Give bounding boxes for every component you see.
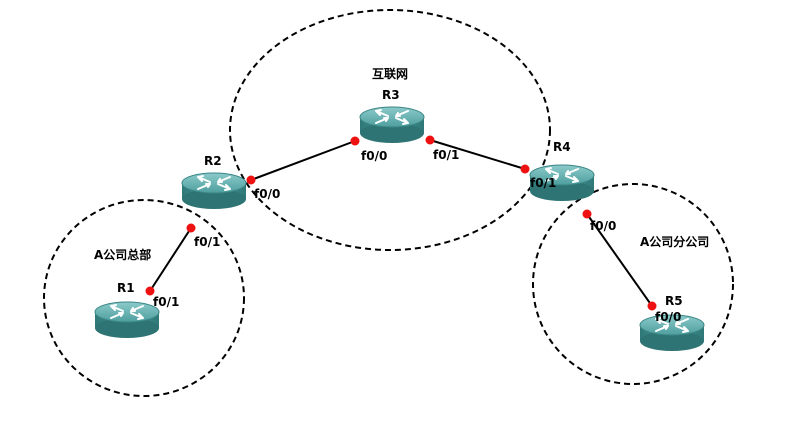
zone-label-branch: A公司分公司 <box>640 234 709 249</box>
router-label-r3: R3 <box>382 88 400 102</box>
port-label-r2-f01: f0/1 <box>194 235 220 249</box>
link-r2-r3 <box>250 140 356 181</box>
link-r1-r2 <box>149 227 192 292</box>
port-label-r4-f01: f0/1 <box>530 176 556 190</box>
port-label-r5-f00: f0/0 <box>655 310 681 324</box>
link-r3-r4 <box>429 139 526 170</box>
port-dot-r3-f00 <box>350 136 360 146</box>
zone-hq <box>43 199 245 397</box>
zone-label-internet: 互联网 <box>372 67 408 81</box>
router-label-r4: R4 <box>553 140 571 154</box>
zone-internet <box>229 9 551 251</box>
port-label-r2-f00: f0/0 <box>254 187 280 201</box>
port-dot-r1-f01 <box>145 286 155 296</box>
zone-branch <box>532 183 734 385</box>
router-r1[interactable] <box>94 301 160 339</box>
router-r2[interactable] <box>181 172 247 210</box>
port-dot-r4-f00 <box>582 209 592 219</box>
port-label-r3-f01: f0/1 <box>433 148 459 162</box>
port-label-r3-f00: f0/0 <box>361 149 387 163</box>
port-label-r4-f00: f0/0 <box>590 219 616 233</box>
port-dot-r4-f01 <box>520 164 530 174</box>
router-r3[interactable] <box>359 106 425 144</box>
router-label-r2: R2 <box>204 154 222 168</box>
port-dot-r3-f01 <box>425 135 435 145</box>
port-label-r1-f01: f0/1 <box>153 295 179 309</box>
link-r4-r5 <box>586 213 653 307</box>
router-label-r5: R5 <box>665 294 683 308</box>
port-dot-r2-f01 <box>186 223 196 233</box>
router-label-r1: R1 <box>117 281 135 295</box>
port-dot-r2-f00 <box>246 175 256 185</box>
zone-label-hq: A公司总部 <box>94 247 151 262</box>
port-dot-r5-f00 <box>647 301 657 311</box>
